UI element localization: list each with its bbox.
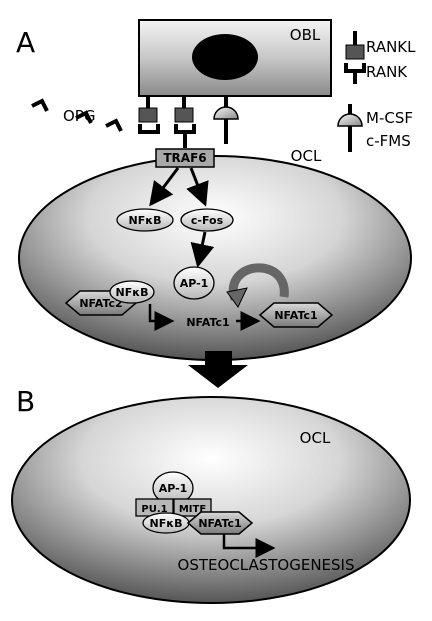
cfos-node: c-Fos (180, 208, 234, 232)
ap1-label-a: AP-1 (180, 277, 209, 290)
cfos-to-ap1-arrow (190, 231, 215, 268)
osteoclastogenesis-arrow (222, 534, 276, 558)
ap1-label-b: AP-1 (159, 482, 188, 495)
nfkb-label-b: NFκB (150, 517, 183, 530)
nfkb-node-b: NFκB (142, 512, 190, 534)
nfatc1-output-node: NFATc1 (258, 302, 334, 328)
traf6-node: TRAF6 (155, 148, 215, 168)
ap1-node-a: AP-1 (173, 266, 215, 300)
rankl-rank-legend: RANKL RANK (344, 31, 416, 84)
osteoblast-cell: OBL (138, 19, 332, 97)
nfatc1-output-label: NFATc1 (274, 309, 317, 322)
nfkb-node-a: NFκB (116, 208, 174, 232)
legend-mcsf-label: M-CSF (366, 109, 413, 127)
osteoclast-label-b: OCL (300, 429, 331, 447)
mcsf-cfms-legend: M-CSF c-FMS (337, 104, 413, 152)
osteoclast-label-a: OCL (291, 147, 322, 165)
nfatc1-node-b: NFATc1 (186, 511, 254, 535)
legend-rankl-label: RANKL (366, 38, 416, 56)
nfatc2-label: NFATc2 (79, 297, 122, 310)
nfkb-label-a: NFκB (129, 214, 162, 227)
rank-receptors-on-osteoblast (138, 96, 239, 148)
legend-rank-label: RANK (366, 63, 408, 81)
panel-transition-arrow (188, 351, 248, 388)
osteoblast-nucleus (192, 34, 258, 80)
cfos-label: c-Fos (191, 214, 224, 227)
nfatc1-transcription: NFATc1 (148, 304, 261, 331)
nfatc1-label-b: NFATc1 (198, 517, 241, 530)
nfkb-complex-a: NFκB (109, 280, 155, 304)
feedback-arrow (228, 263, 289, 301)
opg-decoys: OPG (31, 98, 123, 132)
ap1-node-b: AP-1 (152, 471, 194, 505)
traf6-label: TRAF6 (163, 151, 206, 165)
nfkb-complex-label: NFκB (116, 286, 149, 299)
osteoclastogenesis-label: OSTEOCLASTOGENESIS (178, 556, 355, 574)
panel-a-label: A (16, 26, 35, 59)
legend-cfms-label: c-FMS (366, 132, 411, 150)
opg-label: OPG (63, 107, 95, 125)
nfatc1-target-label: NFATc1 (186, 316, 229, 329)
pu1-label: PU.1 (141, 504, 167, 515)
osteoblast-label: OBL (290, 26, 321, 44)
mitf-label: MITF (179, 504, 206, 515)
traf6-output-arrows (149, 167, 209, 207)
panel-b-label: B (16, 385, 35, 418)
feedback-arrow-head (226, 287, 248, 308)
